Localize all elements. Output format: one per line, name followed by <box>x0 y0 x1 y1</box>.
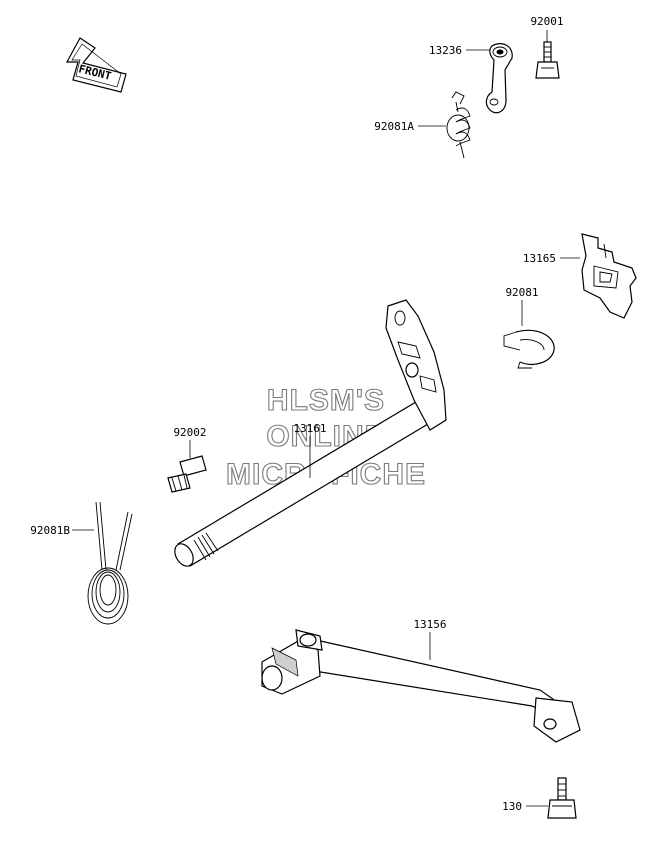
part-92081b-spring-drawing <box>87 501 133 625</box>
part-label-92001: 92001 <box>530 15 563 28</box>
part-label-92081a: 92081A <box>374 120 414 133</box>
part-label-92081: 92081 <box>505 286 538 299</box>
part-label-92002: 92002 <box>173 426 206 439</box>
part-130-bolt-drawing <box>547 777 577 819</box>
part-label-13161: 13161 <box>293 422 326 435</box>
part-label-13156: 13156 <box>413 618 446 631</box>
part-13156-pedal-drawing <box>261 629 581 743</box>
part-13236-lever-drawing <box>485 43 513 114</box>
part-13161-shaft-drawing <box>174 299 447 567</box>
part-92001-bolt-drawing <box>535 41 560 79</box>
part-92002-stud-drawing <box>167 455 207 493</box>
front-arrow-icon: FRONT <box>65 37 127 93</box>
part-13165-plate-drawing <box>581 233 637 319</box>
part-label-130: 130 <box>502 800 522 813</box>
part-label-92081b: 92081B <box>30 524 70 537</box>
part-92081a-spring-drawing <box>446 91 471 159</box>
part-92081-clip-drawing <box>503 329 555 369</box>
watermark-line-1: HLSM'S <box>267 384 385 417</box>
part-label-13236: 13236 <box>429 44 462 57</box>
part-label-13165: 13165 <box>523 252 556 265</box>
